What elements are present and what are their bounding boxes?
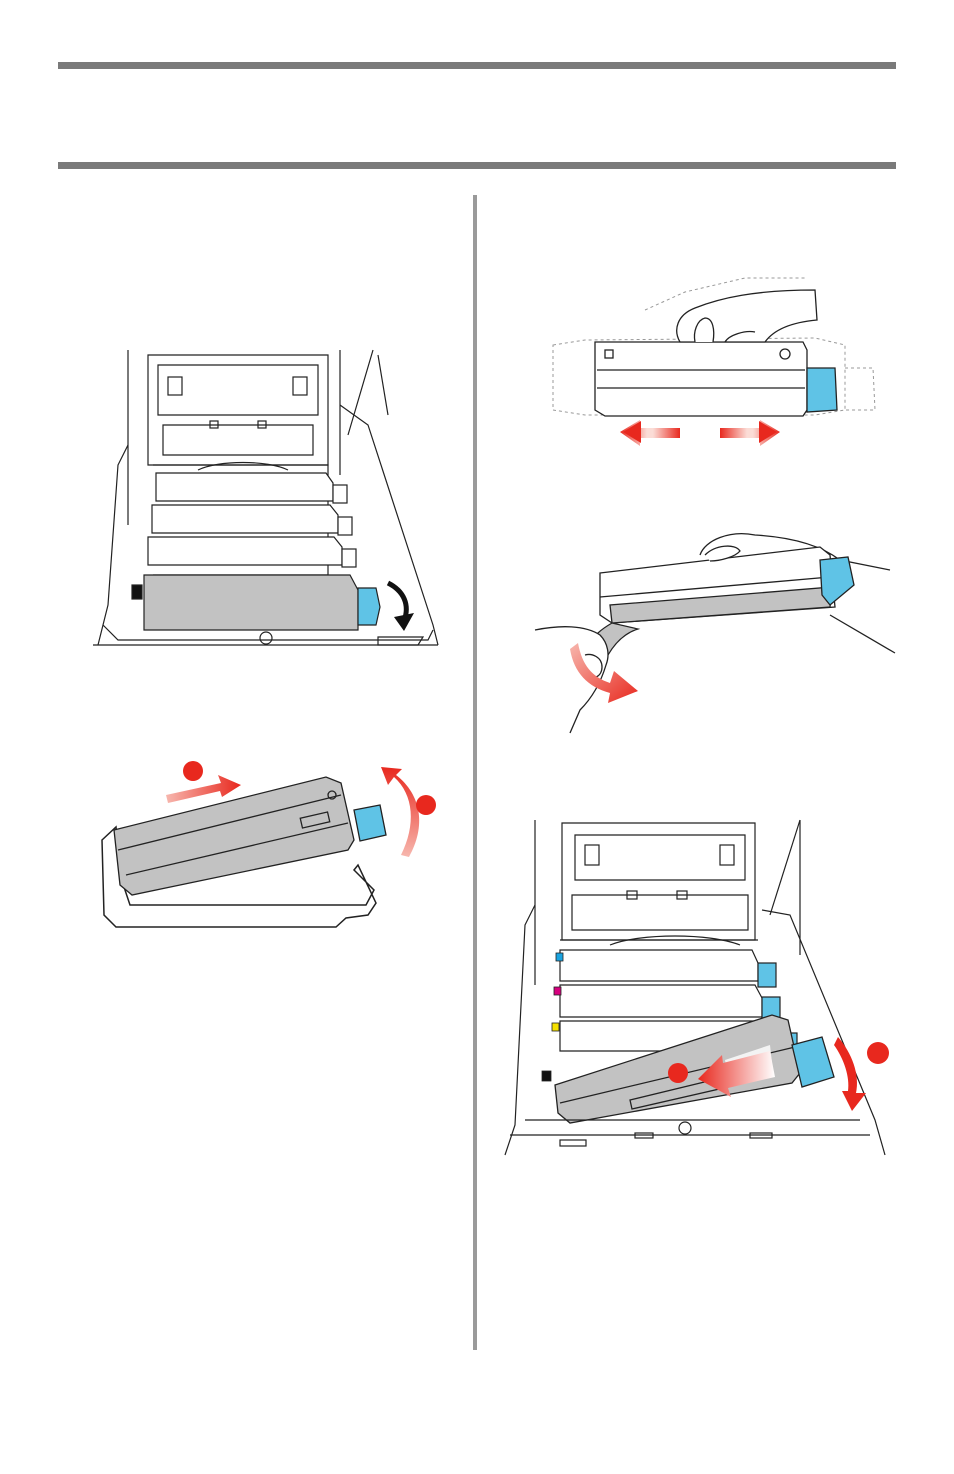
- figure-remove-old-cartridge: [96, 755, 446, 945]
- left-column-text: [90, 210, 450, 330]
- figure-shake-new-cartridge: [545, 270, 885, 455]
- figure-peel-tape: [530, 525, 900, 735]
- header-text: [58, 90, 896, 140]
- figure-open-printer-black-cartridge: [88, 345, 448, 663]
- marker-2: [867, 1042, 889, 1064]
- header-bottom-rule: [58, 162, 896, 169]
- marker-2: [416, 795, 436, 815]
- right-column-text: [500, 210, 880, 270]
- marker-1: [183, 761, 203, 781]
- figure-install-cartridge: [500, 815, 895, 1163]
- marker-1: [668, 1063, 688, 1083]
- header-top-rule: [58, 62, 896, 69]
- column-divider: [473, 195, 477, 1350]
